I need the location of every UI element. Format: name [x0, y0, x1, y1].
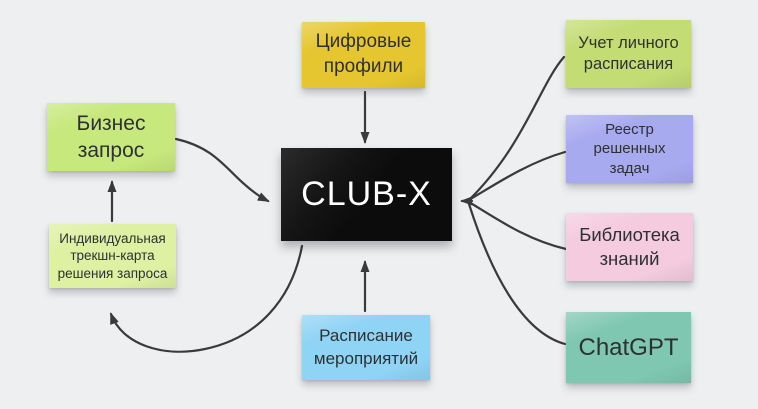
arrow-personal-schedule-to-clubx — [467, 55, 566, 202]
note-individual-track-label: Индивидуальная трекшн-карта решения запр… — [57, 230, 168, 281]
note-digital-profiles-label: Цифровые профили — [315, 31, 412, 77]
note-chatgpt-label: ChatGPT — [578, 333, 679, 361]
note-individual-track[interactable]: Индивидуальная трекшн-карта решения запр… — [49, 224, 176, 288]
note-business-request[interactable]: Бизнес запрос — [47, 103, 175, 171]
note-solved-tasks-registry[interactable]: Реестр решенных задач — [566, 115, 693, 183]
note-business-request-label: Бизнес запрос — [76, 111, 146, 162]
note-solved-tasks-registry-label: Реестр решенных задач — [593, 120, 666, 177]
note-knowledge-library[interactable]: Библиотека знаний — [566, 213, 693, 281]
note-chatgpt[interactable]: ChatGPT — [566, 312, 691, 383]
note-digital-profiles[interactable]: Цифровые профили — [302, 22, 425, 88]
arrow-solved-tasks-to-clubx — [467, 150, 567, 202]
note-events-schedule[interactable]: Расписание мероприятий — [302, 315, 430, 380]
clubx-label: CLUB-X — [301, 175, 432, 213]
note-personal-schedule[interactable]: Учет личного расписания — [566, 20, 691, 88]
note-knowledge-library-label: Библиотека знаний — [579, 223, 680, 269]
arrow-chatgpt-to-clubx — [467, 202, 567, 346]
note-events-schedule-label: Расписание мероприятий — [313, 326, 419, 368]
arrow-library-to-clubx — [467, 200, 568, 251]
note-personal-schedule-label: Учет личного расписания — [578, 33, 679, 73]
clubx-center-node[interactable]: CLUB-X — [281, 148, 452, 241]
arrow-business-request-to-clubx — [174, 137, 270, 203]
